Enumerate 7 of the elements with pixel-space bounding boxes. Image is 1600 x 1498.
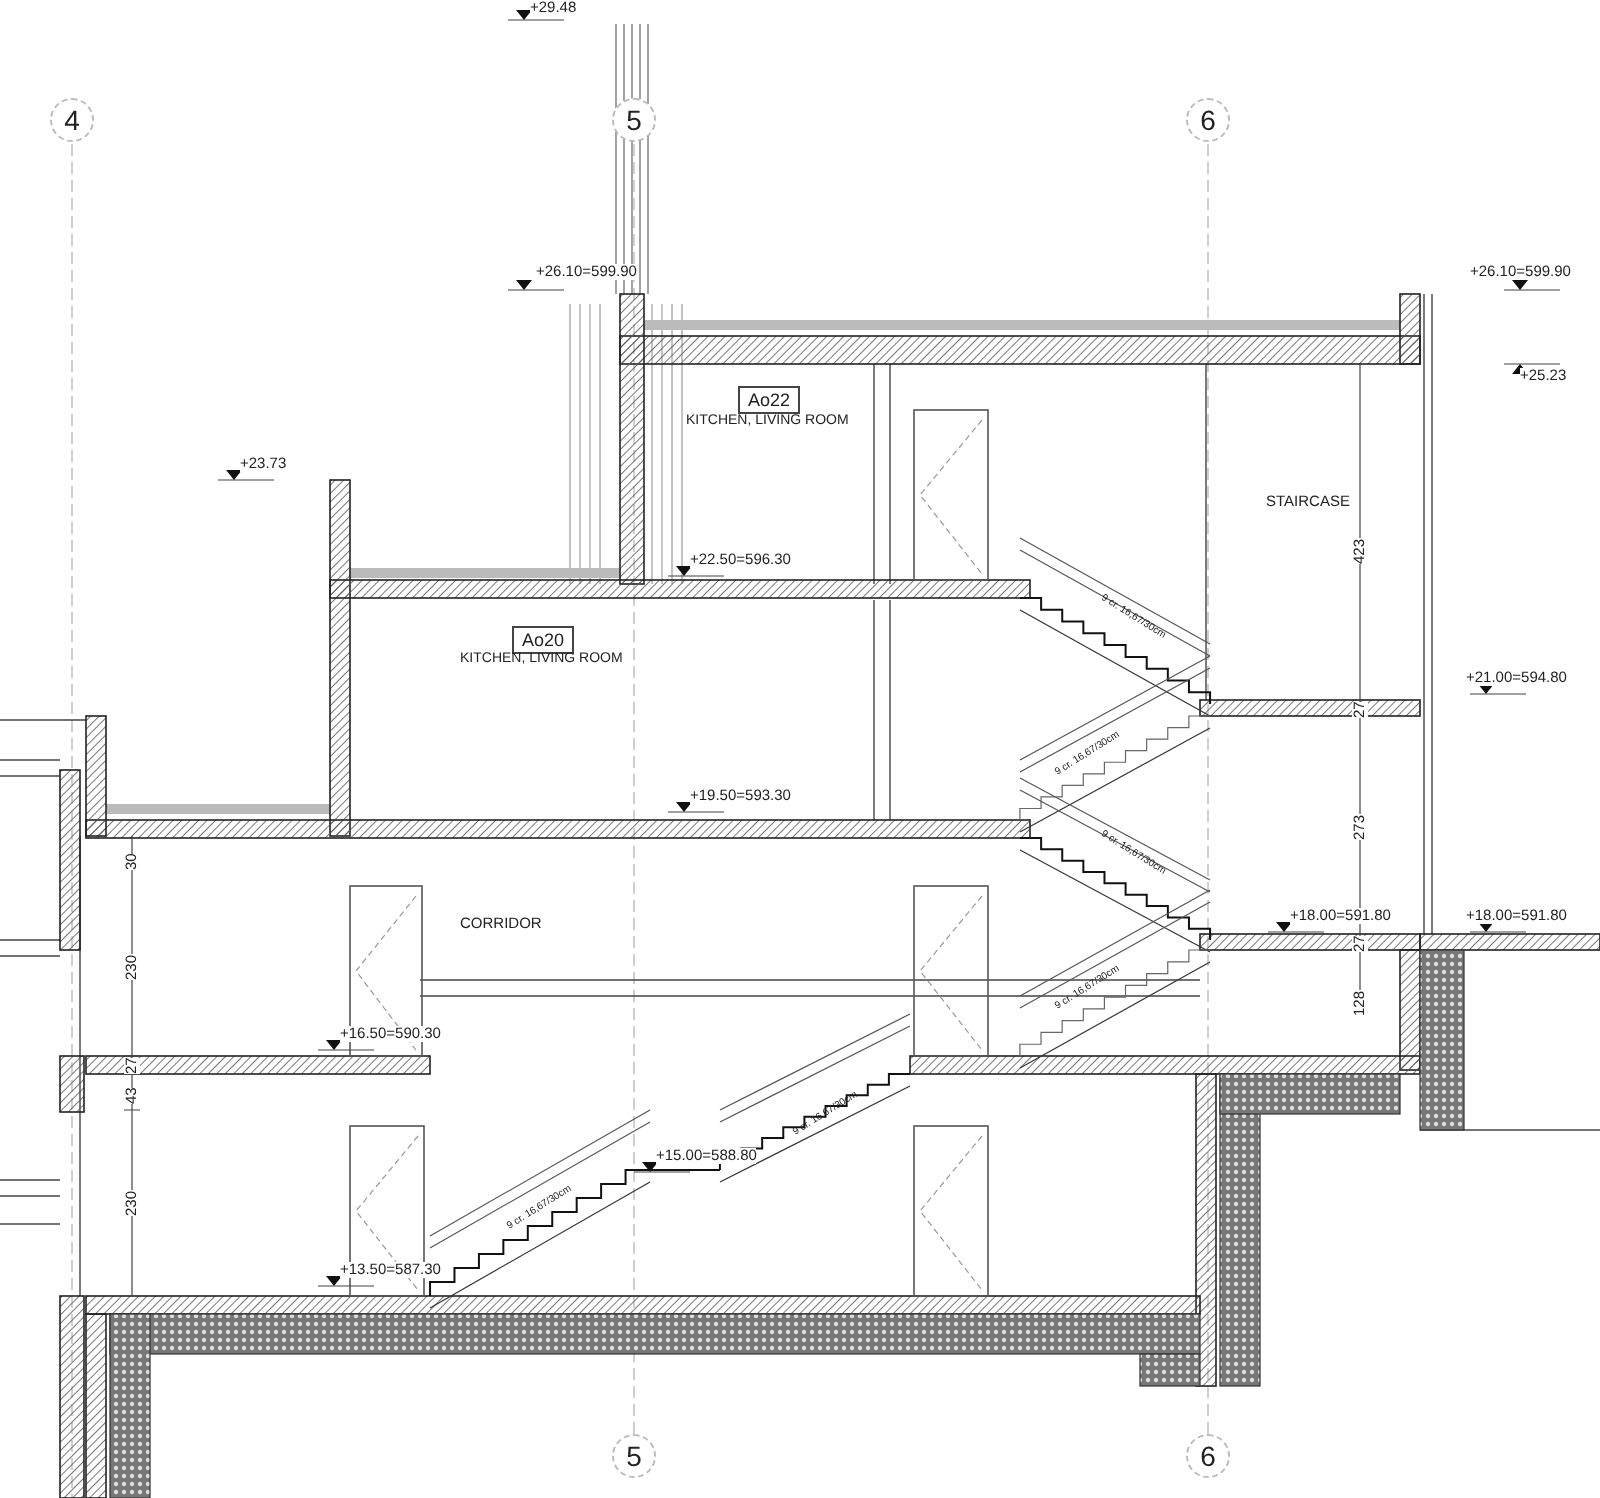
room-number-tag: Ao22 xyxy=(738,386,801,414)
grid-axis-bubble: 5 xyxy=(612,1434,656,1478)
grid-axis-bubble: 6 xyxy=(1186,98,1230,142)
grid-axis-bubble: 4 xyxy=(50,98,94,142)
room-number-tag: Ao20 xyxy=(512,626,575,654)
grid-axis-bubble: 5 xyxy=(612,98,656,142)
grid-axis-bubble: 6 xyxy=(1186,1434,1230,1478)
